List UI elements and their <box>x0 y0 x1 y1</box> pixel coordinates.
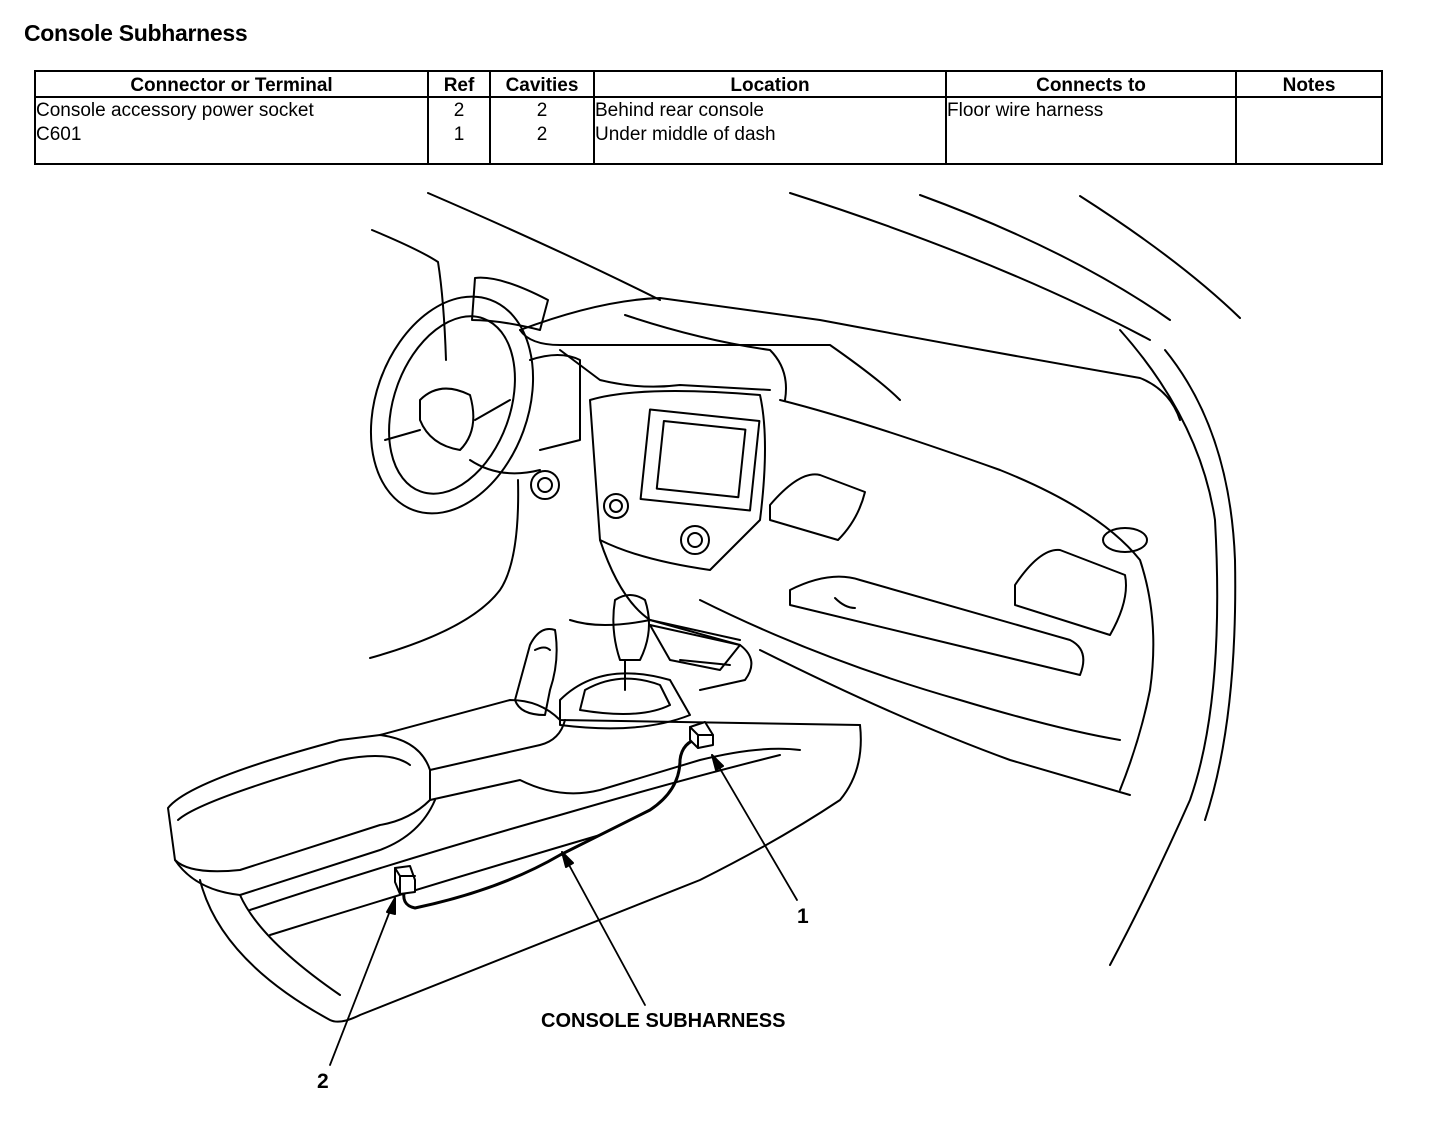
connector-name: C601 <box>36 124 82 145</box>
console-front <box>569 619 753 691</box>
arrowhead-harness <box>561 851 574 868</box>
harness-label: CONSOLE SUBHARNESS <box>541 1010 786 1032</box>
ref-value: 1 <box>453 124 465 145</box>
windshield-line <box>919 194 1171 321</box>
windshield-line <box>427 192 661 301</box>
connects-to-value: Floor wire harness <box>947 100 1104 121</box>
steering-wheel-inner <box>388 315 516 495</box>
cell-location: Behind rear console Under middle of dash <box>593 97 946 164</box>
shift-knob <box>612 594 650 661</box>
arrowhead-1 <box>711 754 724 771</box>
parking-brake-grip <box>534 646 551 651</box>
dash-visor <box>624 314 787 401</box>
side-vent <box>1102 527 1148 553</box>
connector-2 <box>394 865 416 895</box>
callout-2: 2 <box>317 1070 329 1093</box>
table-row: Console accessory power socket C601 2 1 … <box>35 97 1382 164</box>
a-pillar-inner <box>1164 349 1237 821</box>
windshield-line <box>1079 195 1241 319</box>
steering-spoke <box>384 429 421 441</box>
console-mid <box>429 747 801 801</box>
dash-face <box>559 349 771 391</box>
console-crease <box>249 754 781 911</box>
connector-table: Connector or Terminal Ref Cavities Locat… <box>34 70 1383 165</box>
connector-name: Console accessory power socket <box>36 100 314 121</box>
header-connector: Connector or Terminal <box>35 71 428 98</box>
audio-knob <box>603 493 629 519</box>
steering-wheel-outer <box>369 295 535 515</box>
cup-holder <box>649 624 741 671</box>
callout-1: 1 <box>797 905 809 928</box>
nav-screen <box>655 420 747 499</box>
center-stack <box>589 390 766 571</box>
dash-front <box>779 399 1155 791</box>
dash-hood <box>519 329 901 401</box>
page-title: Console Subharness <box>24 20 248 46</box>
armrest-top <box>177 755 411 821</box>
cup-holder-floor <box>679 659 731 666</box>
cluster-hood <box>471 276 549 331</box>
header-ref: Ref <box>427 71 490 98</box>
leader-line-1 <box>711 754 798 901</box>
door-pillar <box>371 229 447 361</box>
cell-ref: 2 1 <box>427 97 490 164</box>
cell-cavities: 2 2 <box>489 97 594 164</box>
location-value: Behind rear console <box>595 100 764 121</box>
connector-2-face <box>394 867 416 895</box>
console-body-left <box>167 734 431 873</box>
table-header-row: Connector or Terminal Ref Cavities Locat… <box>35 71 1382 98</box>
connector-1-face <box>689 726 714 749</box>
dash-lower <box>699 599 1121 741</box>
audio-knob-inner <box>609 499 623 513</box>
leader-line-2 <box>329 897 396 1066</box>
console-edge <box>239 894 341 996</box>
console-top-line <box>429 719 566 771</box>
glovebox <box>789 575 1085 676</box>
dash-bottom <box>759 649 1131 796</box>
shift-gate <box>579 677 671 715</box>
door-line <box>369 479 520 659</box>
header-location: Location <box>593 71 946 98</box>
ref-value: 2 <box>453 100 465 121</box>
cell-connects-to: Floor wire harness <box>945 97 1236 164</box>
location-value: Under middle of dash <box>595 124 776 145</box>
leader-line-harness <box>561 851 646 1006</box>
header-cavities: Cavities <box>489 71 594 98</box>
parking-brake <box>514 628 558 716</box>
steering-hub <box>419 387 475 451</box>
steering-spoke <box>474 399 511 421</box>
vent-right <box>1014 548 1127 636</box>
ignition <box>530 470 560 500</box>
ignition-inner <box>537 477 553 493</box>
a-pillar <box>1109 329 1219 966</box>
console-top-line <box>379 699 861 736</box>
cell-connector: Console accessory power socket C601 <box>35 97 428 164</box>
cell-notes <box>1235 97 1382 164</box>
header-connects-to: Connects to <box>945 71 1236 98</box>
console-crease <box>269 834 601 936</box>
climate-knob-inner <box>687 532 703 548</box>
dash-vent <box>769 473 866 541</box>
harness-wire <box>402 736 702 910</box>
dash-top <box>519 297 1181 421</box>
cavities-value: 2 <box>536 124 548 145</box>
glovebox-handle <box>834 597 856 609</box>
steering-column <box>469 459 541 475</box>
armrest-side <box>174 799 436 896</box>
header-notes: Notes <box>1235 71 1382 98</box>
climate-knob <box>680 525 710 555</box>
cavities-value: 2 <box>536 100 548 121</box>
arrowhead-2 <box>386 897 396 915</box>
nav-screen-bezel <box>639 408 761 512</box>
windshield-line <box>789 192 1151 341</box>
left-panel <box>529 354 581 451</box>
console-side <box>199 724 862 1023</box>
shift-bezel <box>559 672 691 730</box>
